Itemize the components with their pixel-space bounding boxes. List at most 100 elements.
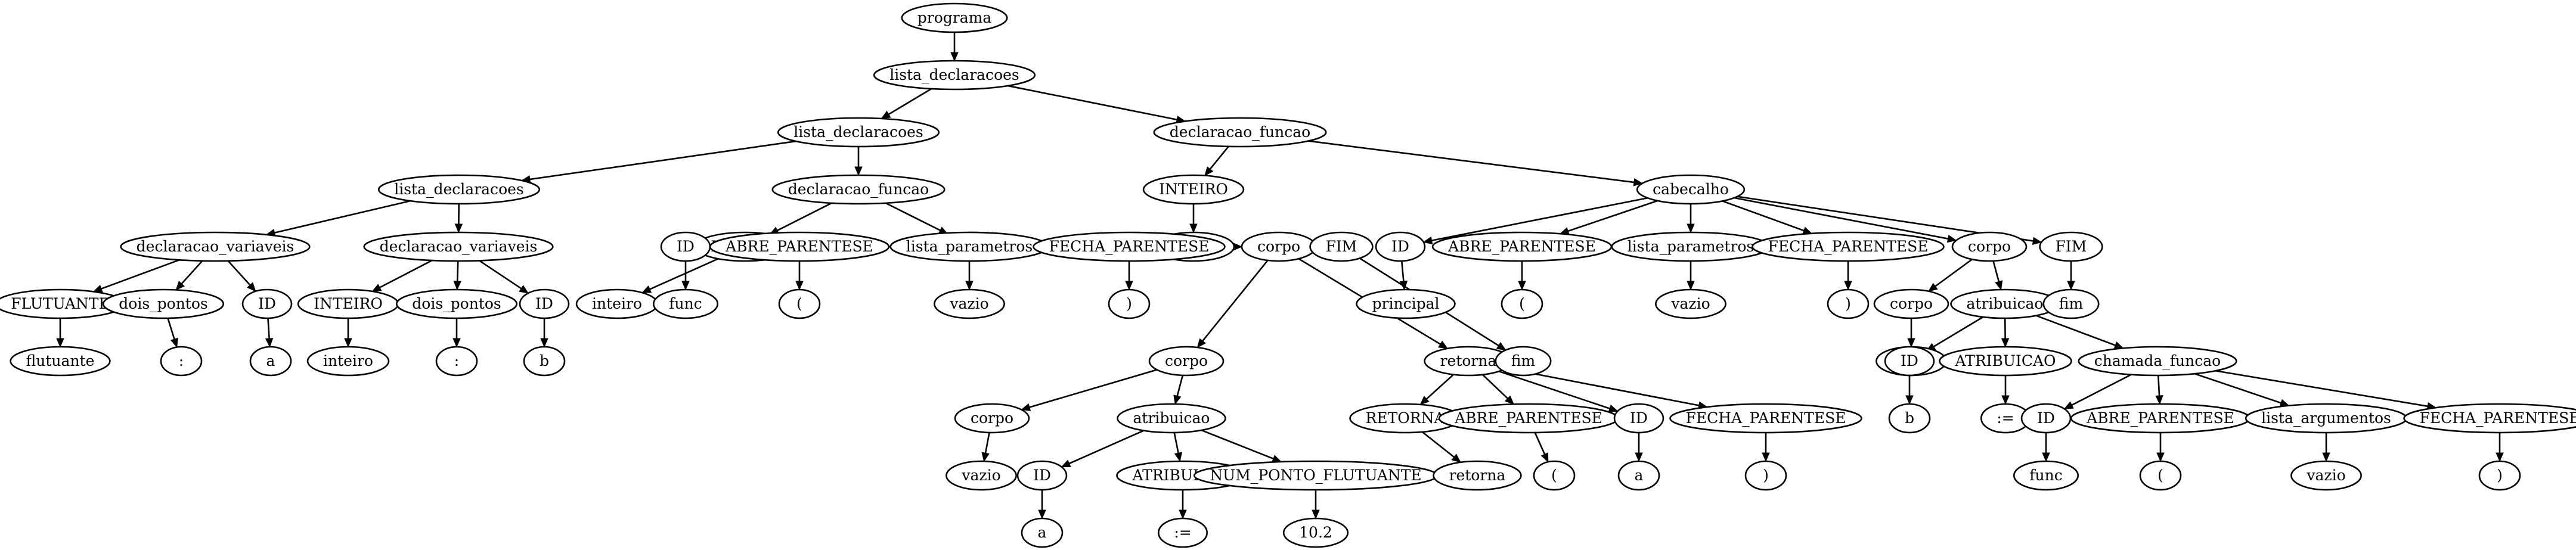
arrowhead xyxy=(854,166,863,176)
tree-node: declaracao_funcao xyxy=(1153,117,1327,148)
tree-node: := xyxy=(1158,517,1208,548)
tree-node: a xyxy=(249,346,292,377)
arrowhead xyxy=(1419,396,1430,405)
tree-edge xyxy=(1419,374,1454,405)
edge-line xyxy=(2071,374,2132,406)
tree-edge xyxy=(1498,370,1619,412)
arrowhead xyxy=(1946,234,1957,243)
arrowhead xyxy=(1905,395,1914,405)
node-label: ABRE_PARENTESE xyxy=(2086,409,2234,427)
arrowhead xyxy=(1762,452,1770,462)
arrowhead xyxy=(1422,236,1433,245)
node-label: ) xyxy=(1845,295,1851,312)
tree-edge xyxy=(227,260,256,292)
tree-edge xyxy=(2067,261,2075,291)
tree-node: ) xyxy=(1108,288,1151,319)
node-label: := xyxy=(1174,524,1191,541)
node-ellipse xyxy=(1617,460,1660,491)
tree-node: ABRE_PARENTESE xyxy=(1438,403,1619,434)
tree-edge xyxy=(1312,490,1320,520)
node-ellipse xyxy=(954,403,1030,434)
node-ellipse xyxy=(1873,288,1949,319)
arrowhead xyxy=(1173,394,1182,405)
arrowhead xyxy=(965,281,974,291)
tree-node: NUM_PONTO_FLUTUANTE xyxy=(1194,460,1438,491)
node-ellipse xyxy=(1827,288,1870,319)
arrowhead xyxy=(2322,452,2330,462)
tree-node: vazio xyxy=(934,288,1005,319)
tree-node: principal xyxy=(1356,288,1456,319)
tree-edge xyxy=(1179,490,1187,520)
tree-edge xyxy=(2155,375,2163,405)
arrowhead xyxy=(453,281,461,291)
tree-node: ABRE_PARENTESE xyxy=(709,231,890,262)
tree-node: lista_declaracoes xyxy=(777,117,940,148)
tree-edge xyxy=(1308,140,1644,187)
node-ellipse xyxy=(1752,231,1945,262)
tree-edge xyxy=(520,140,796,184)
tree-node: ID xyxy=(660,231,711,262)
tree-node: fim xyxy=(1495,346,1552,377)
tree-edge xyxy=(2042,433,2050,462)
node-ellipse xyxy=(1951,231,2028,262)
node-ellipse xyxy=(1655,288,1726,319)
node-label: ID xyxy=(2037,409,2055,427)
node-label: a xyxy=(266,352,275,369)
arrowhead xyxy=(2156,452,2165,462)
tree-edge xyxy=(1481,374,1515,405)
tree-node: vazio xyxy=(2290,460,2362,491)
tree-node: ATRIBUICAO xyxy=(1939,346,2072,377)
tree-edge xyxy=(1173,375,1184,405)
node-label: FIM xyxy=(2056,238,2087,255)
tree-edge xyxy=(1927,259,1973,292)
node-label: : xyxy=(454,352,459,369)
tree-node: INTEIRO xyxy=(297,288,399,319)
arrowhead xyxy=(2067,281,2075,291)
edge-line xyxy=(1008,85,1177,121)
arrowhead xyxy=(1312,509,1320,520)
tree-node: ID xyxy=(1613,403,1664,434)
tree-node: lista_parametros xyxy=(1611,231,1771,262)
edge-line xyxy=(1567,200,1658,232)
tree-node: a xyxy=(1021,517,1064,548)
tree-node: FIM xyxy=(1309,231,1374,262)
tree-edge xyxy=(1905,375,1914,405)
node-ellipse xyxy=(306,346,390,377)
arrowhead xyxy=(641,285,652,293)
edge-line xyxy=(1481,374,1508,399)
node-ellipse xyxy=(519,288,570,319)
node-label: fim xyxy=(1511,352,1536,369)
node-label: fim xyxy=(2059,295,2084,312)
edge-line xyxy=(1209,145,1229,170)
arrowhead xyxy=(454,223,463,234)
arrowhead xyxy=(1451,453,1462,463)
node-ellipse xyxy=(946,460,1017,491)
tree-node: ( xyxy=(2139,460,2182,491)
arrowhead xyxy=(1635,452,1643,462)
tree-node: atribuicao xyxy=(1950,288,2060,319)
arrowhead xyxy=(1038,509,1046,520)
tree-node: ID xyxy=(1016,460,1068,491)
tree-node: declaracao_variaveis xyxy=(120,231,311,262)
arrowhead xyxy=(1204,166,1214,176)
node-label: inteiro xyxy=(323,352,373,369)
tree-node: corpo xyxy=(1241,231,1317,262)
arrowhead xyxy=(1540,452,1549,463)
tree-edge xyxy=(175,260,203,291)
node-label: ABRE_PARENTESE xyxy=(1447,238,1596,255)
node-ellipse xyxy=(241,288,293,319)
edge-line xyxy=(1201,429,1274,460)
node-ellipse xyxy=(1375,231,1426,262)
tree-node: := xyxy=(1980,403,2031,434)
tree-edge xyxy=(1534,432,1549,463)
edge-line xyxy=(2035,315,2116,346)
tree-edge xyxy=(2001,318,2010,348)
edge-line xyxy=(1176,375,1184,396)
node-ellipse xyxy=(771,174,946,205)
node-label: ID xyxy=(258,295,276,312)
arrowhead xyxy=(1687,223,1695,234)
node-label: declaracao_variaveis xyxy=(380,238,538,255)
node-ellipse xyxy=(1744,460,1787,491)
tree-edge xyxy=(2035,315,2124,349)
